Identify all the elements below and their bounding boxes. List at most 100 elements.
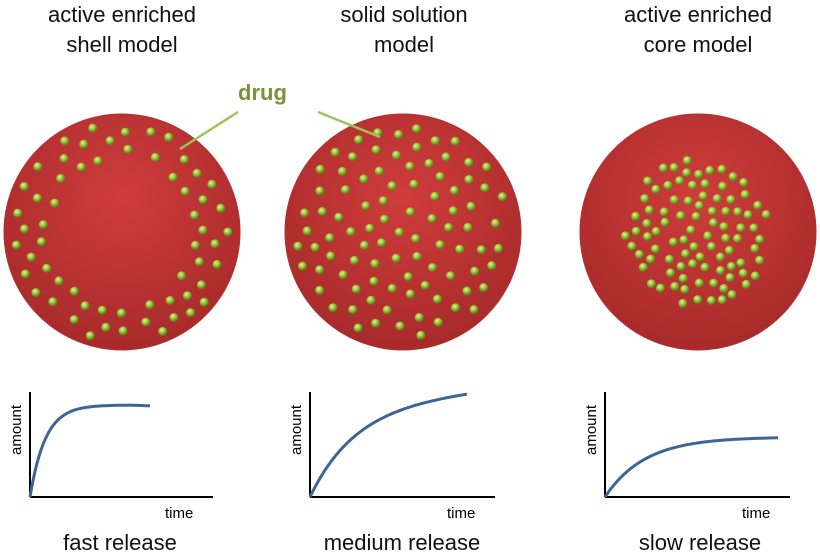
drug-particle (634, 249, 644, 259)
drug-particle (707, 206, 717, 216)
drug-particle (359, 174, 369, 184)
drug-particle (38, 220, 48, 230)
drug-particle (414, 313, 424, 322)
drug-particle (741, 279, 751, 289)
release-curve (308, 392, 468, 498)
drug-particle (660, 217, 670, 227)
drug-particle (420, 280, 430, 290)
drug-particle (719, 284, 729, 293)
drug-particle (691, 211, 701, 221)
drug-particle (725, 273, 735, 282)
drug-particle (646, 254, 656, 264)
drug-particle (328, 303, 338, 313)
drug-particle (382, 305, 392, 315)
drug-particle (33, 162, 43, 172)
drug-particle (643, 232, 652, 242)
drug-particle (50, 198, 60, 208)
title-line: solid solution (340, 2, 468, 27)
drug-particle (651, 226, 661, 236)
drug-particle (338, 270, 348, 280)
drug-particle (679, 235, 689, 245)
drug-particle (698, 191, 708, 201)
drug-particle (366, 295, 376, 305)
drug-particle (700, 179, 710, 189)
drug-particle (450, 136, 460, 146)
drug-particle (694, 201, 704, 210)
drug-particle (463, 222, 473, 232)
drug-particle (182, 291, 192, 301)
drug-particle (93, 156, 103, 166)
drug-particle (20, 269, 30, 279)
drug-particle (620, 231, 630, 241)
drug-particle (13, 208, 23, 218)
drug-particle (36, 237, 46, 247)
drug-particle (709, 278, 719, 288)
drug-particle (374, 166, 384, 176)
drug-particle (412, 124, 421, 134)
drug-particle (165, 296, 175, 305)
drug-particle (676, 211, 686, 221)
model-title-solid: solid solution model (274, 0, 534, 60)
drug-particle (631, 226, 641, 236)
drug-particle (69, 315, 79, 325)
drug-particle (349, 255, 359, 265)
release-curve (603, 436, 778, 498)
drug-particle (379, 214, 389, 224)
drug-particle (371, 145, 381, 155)
drug-particle (424, 158, 434, 168)
drug-particle (325, 233, 335, 243)
drug-particle (377, 238, 386, 248)
drug-particle (663, 180, 673, 190)
drug-particle (497, 192, 507, 202)
drug-particle (688, 259, 698, 269)
drug-particle (298, 261, 307, 271)
drug-particle (646, 279, 656, 289)
drug-particle (54, 276, 64, 286)
drug-particle (85, 331, 95, 341)
drug-particle (326, 251, 336, 261)
drug-particle (670, 281, 680, 291)
drug-particle (378, 196, 388, 206)
drug-particle (59, 154, 69, 163)
drug-particle (480, 183, 490, 193)
drug-particle (317, 207, 327, 216)
drug-particle (435, 240, 445, 250)
drug-particle (755, 234, 765, 244)
drug-particle (216, 203, 226, 213)
drug-particle (76, 162, 86, 172)
drug-particle (223, 227, 233, 237)
drug-particle (651, 184, 661, 194)
drug-particle (724, 245, 734, 255)
drug-particle (411, 234, 421, 243)
drug-particle (105, 136, 115, 146)
drug-particle (146, 127, 156, 137)
drug-particle (330, 147, 340, 157)
drug-particle (712, 194, 722, 203)
drug-particle (717, 295, 727, 305)
release-curve (28, 403, 150, 498)
drug-particle (493, 243, 503, 253)
drug-particle (681, 249, 690, 259)
drug-particle (19, 182, 29, 191)
drug-particle (755, 255, 765, 265)
drug-particle (351, 284, 361, 294)
drug-particle (169, 313, 179, 322)
drug-particle (315, 164, 325, 174)
drug-particle (117, 308, 126, 318)
drug-particle (726, 261, 736, 271)
drug-particle (640, 194, 650, 204)
drug-particle (293, 241, 303, 251)
drug-particle (631, 211, 641, 221)
drug-particle (664, 254, 674, 264)
release-label-medium: medium release (323, 530, 481, 555)
drug-particle (300, 208, 309, 218)
drug-particle (192, 168, 202, 178)
drug-particle (449, 185, 459, 195)
title-line: active enriched (48, 2, 196, 27)
drug-particle (180, 186, 190, 196)
drug-particle (199, 297, 209, 307)
particle-sphere (3, 113, 241, 351)
drug-particle (703, 231, 713, 241)
drug-particle (190, 240, 200, 250)
